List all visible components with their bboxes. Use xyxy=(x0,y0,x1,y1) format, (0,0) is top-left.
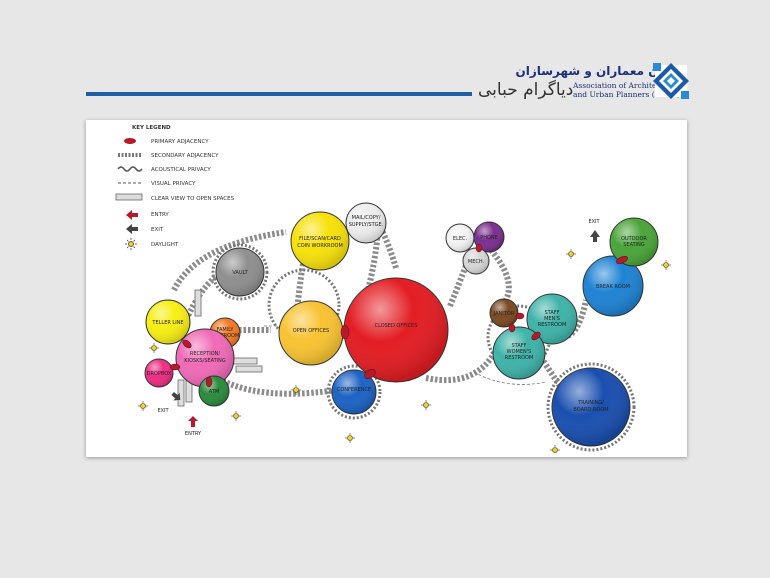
svg-text:SEATING: SEATING xyxy=(623,242,645,248)
svg-text:DROPBOX: DROPBOX xyxy=(147,371,172,377)
svg-text:MAIL/COPY/: MAIL/COPY/ xyxy=(352,215,381,221)
exit-arrow-icon xyxy=(126,224,138,234)
svg-text:BREAK ROOM: BREAK ROOM xyxy=(596,284,630,290)
svg-text:CONFERENCE: CONFERENCE xyxy=(337,387,371,393)
header-rule xyxy=(86,92,472,96)
svg-text:ELEC.: ELEC. xyxy=(453,236,468,242)
bubble-diagram: KEY LEGEND PRIMARY ADJACENCY SECONDARY A… xyxy=(115,125,671,453)
primary-adjacency-symbol xyxy=(124,138,136,144)
exit-arrow-left-icon xyxy=(171,391,181,401)
daylight-icon xyxy=(138,401,148,411)
bubble-teller-line: TELLER LINE xyxy=(145,299,191,345)
legend-item-exit: EXIT xyxy=(151,227,164,233)
svg-text:COIN WORKROOM: COIN WORKROOM xyxy=(297,243,343,249)
svg-text:WOMEN'S: WOMEN'S xyxy=(507,349,532,355)
bubble-phone: PHONE xyxy=(473,221,505,253)
bubble-outdoor-seating: OUTDOOR SEATING xyxy=(609,217,659,267)
slide-title: دیاگرام حبابی xyxy=(478,80,574,100)
logo-text-persian: کانون معماران و شهرسازان xyxy=(515,64,682,78)
bubble-conference: CONFERENCE xyxy=(331,369,377,415)
svg-text:OUTDOOR: OUTDOOR xyxy=(621,236,647,242)
svg-text:MECH.: MECH. xyxy=(468,259,485,265)
entry-label: ENTRY xyxy=(185,431,202,437)
visual-privacy-lines xyxy=(264,325,547,385)
entry-arrow-bottom-icon xyxy=(188,416,198,427)
svg-text:KIOSKS/SEATING: KIOSKS/SEATING xyxy=(184,358,226,364)
bubble-training-board-room: TRAINING/ BOARD ROOM xyxy=(551,367,631,447)
legend-item-primary: PRIMARY ADJACENCY xyxy=(151,139,209,145)
svg-text:RESTROOM: RESTROOM xyxy=(505,355,534,361)
daylight-icon xyxy=(345,433,355,443)
aaup-logo-icon xyxy=(653,63,689,99)
svg-text:OPEN OFFICES: OPEN OFFICES xyxy=(293,328,329,334)
svg-text:PHONE: PHONE xyxy=(480,235,498,241)
bubble-staff-mens-restroom: STAFF MEN'S RESTROOM xyxy=(526,293,578,345)
bubble-break-room: BREAK ROOM xyxy=(582,255,644,317)
bubble-diagram-panel: KEY LEGEND PRIMARY ADJACENCY SECONDARY A… xyxy=(86,120,687,457)
svg-text:ATM: ATM xyxy=(209,389,219,395)
legend-item-acoustical: ACOUSTICAL PRIVACY xyxy=(151,167,211,173)
daylight-icon xyxy=(421,400,431,410)
key-legend: KEY LEGEND PRIMARY ADJACENCY SECONDARY A… xyxy=(115,125,235,250)
legend-title: KEY LEGEND xyxy=(132,125,171,131)
daylight-icon xyxy=(291,385,301,395)
bubble-mech: MECH. xyxy=(462,247,490,275)
bubble-mail-copy-storage: MAIL/COPY/ SUPPLY/STGE. xyxy=(345,202,387,244)
bubble-closed-offices: CLOSED OFFICES xyxy=(343,277,449,383)
bubble-reception-kiosks: RECEPTION/ KIOSKS/SEATING xyxy=(175,328,235,388)
exit-arrow-top-icon xyxy=(590,230,600,242)
entry-exit-markers: EXIT EXIT ENTRY xyxy=(157,219,600,437)
bubble-janitor: JANITOR xyxy=(489,298,519,328)
daylight-icon xyxy=(550,445,560,453)
svg-text:BOARD ROOM: BOARD ROOM xyxy=(573,407,608,413)
bubble-elec: ELEC. xyxy=(445,223,475,253)
svg-text:CLOSED OFFICES: CLOSED OFFICES xyxy=(375,323,418,329)
svg-text:FILE/SCAN/CARD: FILE/SCAN/CARD xyxy=(299,236,341,242)
svg-text:RESTROOM: RESTROOM xyxy=(538,322,567,328)
svg-text:RECEPTION/: RECEPTION/ xyxy=(190,351,221,357)
daylight-icon xyxy=(231,411,241,421)
daylight-icon xyxy=(566,249,576,259)
primary-adjacency-connectors xyxy=(169,243,628,388)
logo-text-english: Association of Architects and Urban Plan… xyxy=(573,81,680,99)
svg-text:FAMILY: FAMILY xyxy=(217,327,235,333)
bubble-file-scan-workroom: FILE/SCAN/CARD COIN WORKROOM xyxy=(290,211,350,271)
exit-label-top: EXIT xyxy=(588,219,600,225)
clear-view-symbol xyxy=(115,193,143,201)
svg-text:STAFF: STAFF xyxy=(511,343,526,349)
bubble-open-offices: OPEN OFFICES xyxy=(278,300,344,366)
svg-text:SUPPLY/STGE.: SUPPLY/STGE. xyxy=(349,222,384,228)
legend-item-clear-view: CLEAR VIEW TO OPEN SPACES xyxy=(151,196,235,202)
svg-text:TRAINING/: TRAINING/ xyxy=(577,400,604,406)
bubble-vault: VAULT xyxy=(215,247,265,297)
daylight-icon xyxy=(149,343,159,353)
svg-text:MEN'S: MEN'S xyxy=(544,316,560,322)
bubble-staff-womens-restroom: STAFF WOMEN'S RESTROOM xyxy=(492,326,546,380)
acoustical-privacy-symbol xyxy=(117,166,143,172)
svg-text:JANITOR: JANITOR xyxy=(493,311,515,317)
legend-item-visual: VISUAL PRIVACY xyxy=(151,181,196,187)
exit-label-left: EXIT xyxy=(157,408,169,414)
svg-text:VAULT: VAULT xyxy=(232,270,248,276)
daylight-icon xyxy=(125,238,137,250)
svg-text:RESTROOM: RESTROOM xyxy=(211,333,240,339)
legend-item-secondary: SECONDARY ADJACENCY xyxy=(151,153,219,159)
bubble-atm: ATM xyxy=(198,375,230,407)
legend-item-entry: ENTRY xyxy=(151,212,169,218)
daylight-markers xyxy=(138,249,671,453)
daylight-icon xyxy=(661,260,671,270)
svg-text:STAFF: STAFF xyxy=(544,310,559,316)
svg-text:TELLER LINE: TELLER LINE xyxy=(151,320,183,326)
legend-item-daylight: DAYLIGHT xyxy=(151,242,179,248)
bubble-dropbox: DROPBOX xyxy=(144,358,174,388)
entry-arrow-icon xyxy=(126,210,138,220)
